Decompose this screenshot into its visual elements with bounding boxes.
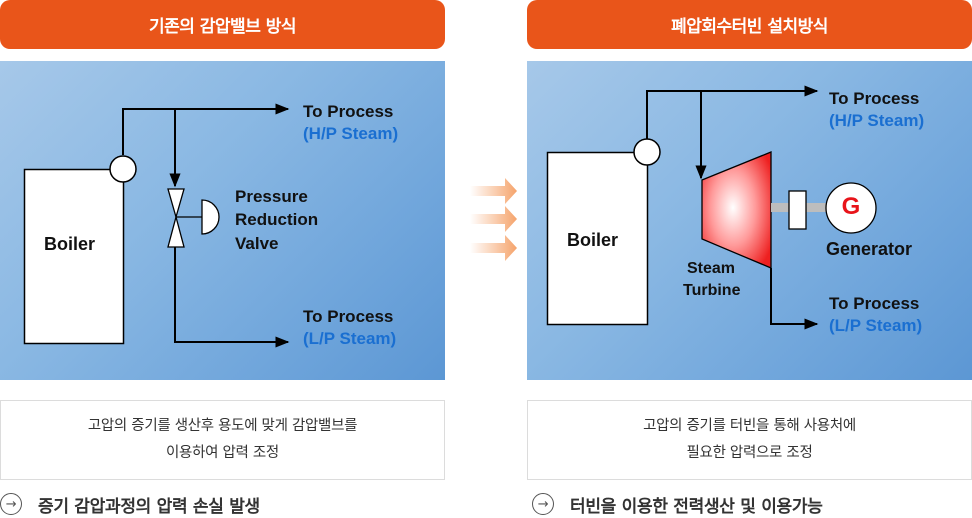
transition-arrow-3 [470,235,517,261]
valve-label-line2: Reduction [235,210,319,229]
valve-label-line1: Pressure [235,187,308,206]
right-result-text: 터빈을 이용한 전력생산 및 이용가능 [570,496,823,517]
triple-arrow-right-icon [470,178,517,261]
left-description-line1: 고압의 증기를 생산후 용도에 맞게 감압밸브를 [87,418,358,434]
right-section-header: 폐압회수터빈 설치방식 [527,0,972,49]
left-description-line2: 이용하여 압력 조정 [166,445,279,461]
coupling-box [788,190,807,230]
arrow-right-circle-icon: → [532,493,554,515]
boiler-outlet-node [109,155,137,183]
arrow-right-circle-icon: → [0,493,22,515]
generator-label: Generator [826,239,913,259]
left-section-header: 기존의 감압밸브 방식 [0,0,445,49]
hp-steam-line [646,85,819,139]
right-section-title: 폐압회수터빈 설치방식 [671,17,828,37]
left-description-box: 고압의 증기를 생산후 용도에 맞게 감압밸브를 이용하여 압력 조정 [0,400,445,480]
steam-turbine-diagram: G Boiler To Process (H/P Steam) Steam Tu… [527,61,972,380]
pressure-reduction-valve-diagram: Boiler To Process (H/P Steam) Pressure R… [0,61,445,380]
lp-process-label: To Process [829,294,920,313]
transition-arrow-1 [470,178,517,204]
lp-steam-line [770,268,819,330]
hp-steam-label: (H/P Steam) [829,111,925,130]
left-result: → 증기 감압과정의 압력 손실 발생 [0,491,260,517]
valve-icon [167,188,220,248]
hp-process-label: To Process [829,89,920,108]
left-result-text: 증기 감압과정의 압력 손실 발생 [38,496,260,517]
boiler-outlet-node [633,138,661,166]
steam-turbine-icon [701,151,772,269]
lp-steam-label: (L/P Steam) [829,316,923,335]
turbine-label-line2: Turbine [683,282,741,299]
right-description-box: 고압의 증기를 터빈을 통해 사용처에 필요한 압력으로 조정 [527,400,972,480]
boiler-label: Boiler [44,234,96,254]
turbine-label-line1: Steam [687,260,736,277]
hp-steam-line [122,103,290,155]
generator-icon [825,182,877,234]
boiler-box [546,151,649,326]
lp-process-label: To Process [303,307,394,326]
hp-steam-label: (H/P Steam) [303,124,399,143]
left-section-title: 기존의 감압밸브 방식 [148,17,297,37]
right-description-line2: 필요한 압력으로 조정 [686,445,813,461]
right-description-line1: 고압의 증기를 터빈을 통해 사용처에 [643,418,856,434]
right-result: → 터빈을 이용한 전력생산 및 이용가능 [532,491,823,517]
valve-label-line3: Valve [235,234,279,253]
generator-symbol: G [841,193,861,220]
boiler-label: Boiler [567,230,619,250]
transition-arrow-2 [470,206,517,232]
boiler-box [23,168,125,345]
lp-steam-line [174,246,290,348]
hp-process-label: To Process [303,102,394,121]
lp-steam-label: (L/P Steam) [303,329,397,348]
